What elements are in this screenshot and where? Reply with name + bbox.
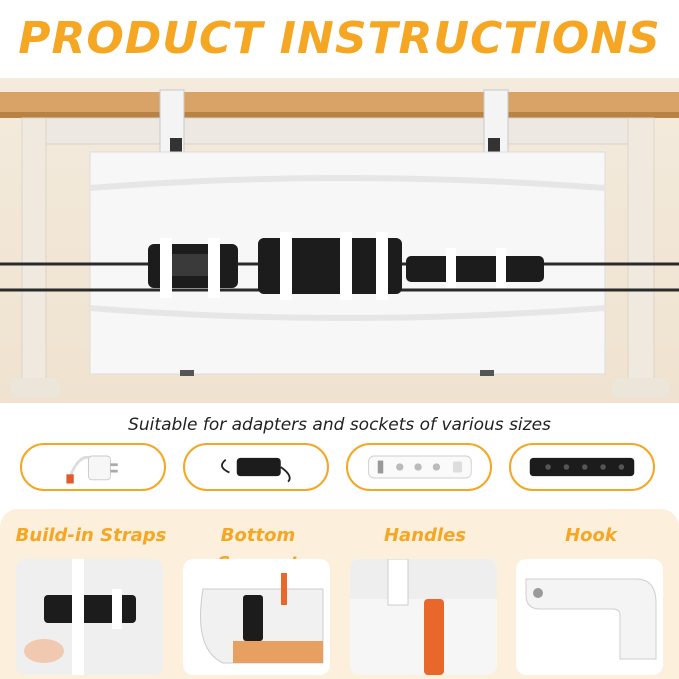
- strap-icon: [16, 559, 163, 675]
- feature-image-bottom-support: [183, 559, 330, 675]
- feature-image-handles: [350, 559, 497, 675]
- black-power-strip-icon: [529, 457, 635, 477]
- feature-label-straps: Build-in Straps: [15, 525, 167, 546]
- phone-charger-icon: [66, 455, 118, 484]
- feature-image-hook: [516, 559, 663, 675]
- handle-icon: [350, 559, 497, 675]
- bottom-support-icon: [183, 559, 330, 675]
- compatible-item-laptop-adapter: [183, 443, 329, 491]
- feature-label-handles: Handles: [383, 525, 466, 546]
- compatible-item-phone-charger: [20, 443, 166, 491]
- feature-label-hook: Hook: [565, 525, 617, 546]
- compatible-item-black-power-strip: [509, 443, 655, 491]
- feature-image-straps: [16, 559, 163, 675]
- page-title: PRODUCT INSTRUCTIONS: [18, 13, 661, 64]
- compatibility-caption: Suitable for adapters and sockets of var…: [128, 415, 551, 435]
- feature-label-bottom-support: Bottom Support: [217, 525, 298, 574]
- hook-icon: [516, 559, 663, 675]
- hero-image: [0, 78, 679, 403]
- compatible-item-white-power-strip: [346, 443, 492, 491]
- laptop-adapter-icon: [221, 457, 291, 483]
- white-power-strip-icon: [368, 455, 472, 479]
